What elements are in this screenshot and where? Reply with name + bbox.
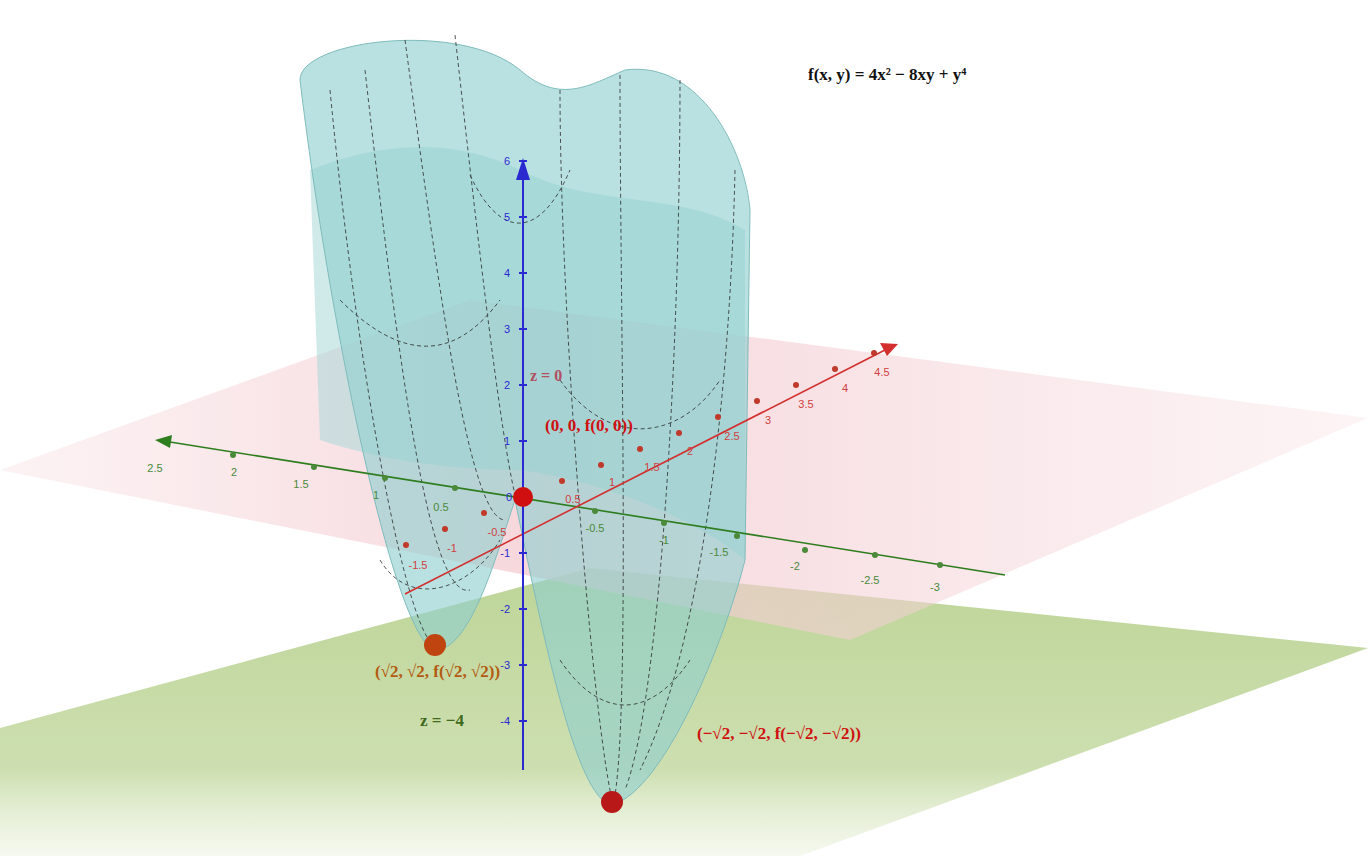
tick-label: 1 xyxy=(609,476,615,488)
plane-label: z = −4 xyxy=(420,712,464,731)
tick-label: 5 xyxy=(504,211,510,223)
tick-label: 1.5 xyxy=(644,461,659,473)
tick-label: 6 xyxy=(504,155,510,167)
tick-label: 2 xyxy=(504,379,510,391)
function-title: f(x, y) = 4x² − 8xy + y⁴ xyxy=(808,66,966,85)
tick-label: -2 xyxy=(500,603,510,615)
tick-label: -1 xyxy=(447,542,457,554)
tick-label: 2 xyxy=(687,445,693,457)
tick-label: -1.5 xyxy=(409,559,428,571)
tick-label: -0.5 xyxy=(488,526,507,538)
tick-label: 4.5 xyxy=(874,366,889,378)
tick-label: 0.5 xyxy=(565,493,580,505)
tick-label: 0 xyxy=(506,491,512,503)
tick-label: 3.5 xyxy=(798,398,813,410)
tick-label: 2.5 xyxy=(147,462,162,474)
tick-label: 4 xyxy=(842,382,848,394)
tick-label: 2.5 xyxy=(724,430,739,442)
tick-label: -3 xyxy=(500,659,510,671)
tick-label: 2 xyxy=(231,466,237,478)
point-label: (−√2, −√2, f(−√2, −√2)) xyxy=(697,725,861,744)
axes xyxy=(155,158,1005,770)
surface-front xyxy=(300,40,750,805)
tick-label: -1.5 xyxy=(710,546,729,558)
point-label: (0, 0, f(0, 0)) xyxy=(545,417,633,436)
tick-label: 0.5 xyxy=(433,501,448,513)
tick-label: 1 xyxy=(373,489,379,501)
tick-label: -2.5 xyxy=(861,574,880,586)
tick-label: 3 xyxy=(504,323,510,335)
critical-points xyxy=(424,487,623,813)
point-label: (√2, √2, f(√2, √2)) xyxy=(375,663,500,682)
tick-label: 4 xyxy=(504,267,510,279)
tick-label: 1.5 xyxy=(293,478,308,490)
mesh-curves xyxy=(330,35,735,800)
tick-label: -4 xyxy=(500,715,510,727)
tick-label: -2 xyxy=(790,560,800,572)
tick-dots xyxy=(230,160,943,722)
tick-label: 3 xyxy=(765,414,771,426)
tick-label: 1 xyxy=(504,435,510,447)
tick-label: -1 xyxy=(500,547,510,559)
tick-label: -1 xyxy=(659,534,669,546)
plane-label: z = 0 xyxy=(530,367,562,385)
tick-label: -3 xyxy=(930,581,940,593)
tick-label: -0.5 xyxy=(586,522,605,534)
